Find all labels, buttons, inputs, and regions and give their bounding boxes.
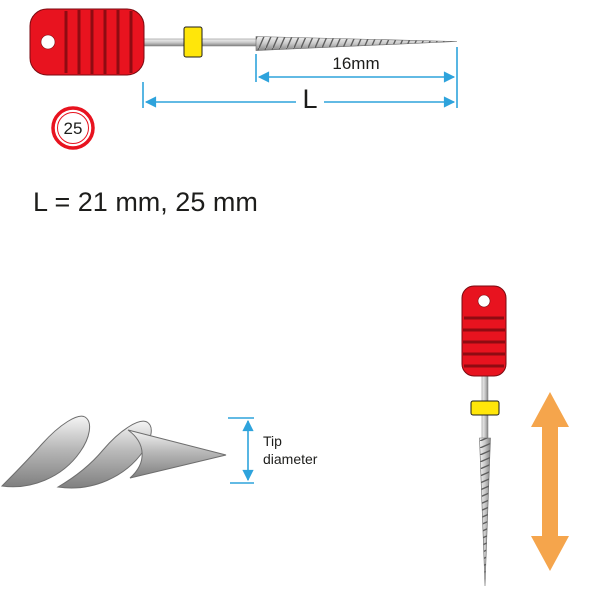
handle-hole-vertical: [477, 294, 491, 308]
tip-size-label: 25: [64, 119, 83, 138]
file-horizontal: [29, 8, 458, 76]
file-spiral-flutes: [256, 36, 457, 51]
length-options-text: L = 21 mm, 25 mm: [33, 187, 258, 217]
label-backing: [296, 86, 324, 108]
tip-diameter-label-line2: diameter: [263, 451, 318, 467]
handle-body: [29, 8, 145, 76]
vertical-motion-arrow: [531, 392, 569, 571]
dimension-L-label: L: [302, 84, 317, 114]
handle-grooves: [64, 10, 133, 74]
dimension-16mm: 16mm: [255, 47, 458, 108]
spiral-blade-1: [0, 415, 91, 488]
silicone-stop-vertical: [470, 400, 500, 416]
file-handle-vertical: [461, 285, 507, 377]
badge-inner-ring: [57, 112, 89, 144]
spiral-blade-2: [56, 420, 152, 489]
spiral-cone-tip: [127, 429, 227, 479]
handle-hole: [40, 34, 56, 50]
tip-diameter-label-line1: Tip: [263, 433, 282, 449]
silicone-stop: [183, 26, 203, 58]
badge-outer-ring: [51, 106, 95, 150]
file-handle-horizontal: [29, 8, 145, 76]
tip-closeup: [0, 415, 227, 489]
tip-diameter-dimension: Tip diameter: [228, 417, 318, 484]
dimension-L: L: [142, 82, 456, 114]
file-spiral-flutes-vertical: [479, 438, 491, 586]
handle-grooves-vertical: [463, 316, 505, 368]
dimension-16mm-label: 16mm: [332, 54, 379, 73]
tip-size-badge: 25: [51, 106, 95, 150]
file-vertical: [461, 285, 507, 587]
